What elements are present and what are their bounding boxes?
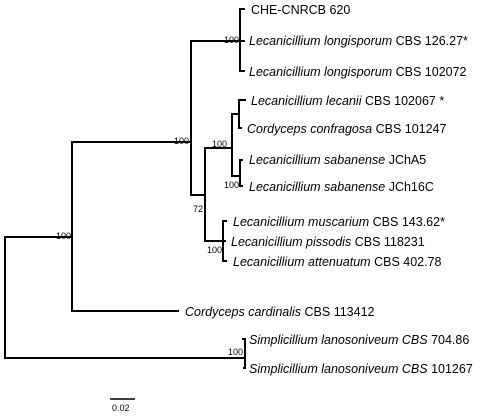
- taxon-label: Lecanicillium longisporum CBS 102072: [249, 65, 467, 79]
- branch-longisporum-clade: [239, 8, 245, 72]
- taxon-label: Simplicillium lanosoniveum CBS 101267: [249, 362, 473, 376]
- branch-lecanii-confragosa: [238, 99, 246, 129]
- branch-muscarium-clade: [222, 220, 227, 262]
- scale-bar-label: 0.02: [112, 403, 130, 413]
- bootstrap-value: 100: [56, 231, 71, 241]
- bootstrap-value: 100: [212, 139, 227, 149]
- bootstrap-value: 72: [193, 204, 203, 214]
- branch-lecanii-group: [204, 147, 233, 242]
- taxon-label: Simplicillium lanosoniveum CBS 704.86: [249, 333, 469, 347]
- bootstrap-value: 100: [228, 347, 243, 357]
- taxon-label: Lecanicillium sabanense JChA5: [249, 153, 426, 167]
- branch-lecanii-subclade: [231, 113, 241, 177]
- branch-simplicillium-clade: [242, 338, 246, 369]
- branch-main-clade: [190, 40, 241, 196]
- bootstrap-value: 100: [224, 180, 239, 190]
- taxon-label: Lecanicillium muscarium CBS 143.62*: [233, 215, 445, 229]
- branch-root: [4, 236, 246, 359]
- taxon-labels: CHE-CNRCB 620 Lecanicillium longisporum …: [185, 3, 473, 376]
- tree-branches: [4, 8, 246, 369]
- bootstrap-value: 100: [207, 245, 222, 255]
- bootstrap-values: 100 100 100 100 72 100 100 100: [56, 35, 243, 357]
- taxon-label: Cordyceps confragosa CBS 101247: [247, 122, 447, 136]
- bootstrap-value: 100: [174, 136, 189, 146]
- taxon-label: Lecanicillium attenuatum CBS 402.78: [233, 255, 442, 269]
- branch-sabanense-clade: [239, 159, 243, 187]
- bootstrap-value: 100: [224, 35, 239, 45]
- taxon-label: Cordyceps cardinalis CBS 113412: [185, 305, 375, 319]
- taxon-label: Lecanicillium sabanense JCh16C: [249, 180, 434, 194]
- scale-bar: 0.02: [110, 398, 135, 413]
- branch-ingroup: [71, 141, 192, 312]
- taxon-label: Lecanicillium lecanii CBS 102067 *: [251, 94, 444, 108]
- taxon-label: Lecanicillium longisporum CBS 126.27*: [249, 34, 468, 48]
- taxon-label: Lecanicillium pissodis CBS 118231: [231, 235, 425, 249]
- taxon-label: CHE-CNRCB 620: [251, 3, 350, 17]
